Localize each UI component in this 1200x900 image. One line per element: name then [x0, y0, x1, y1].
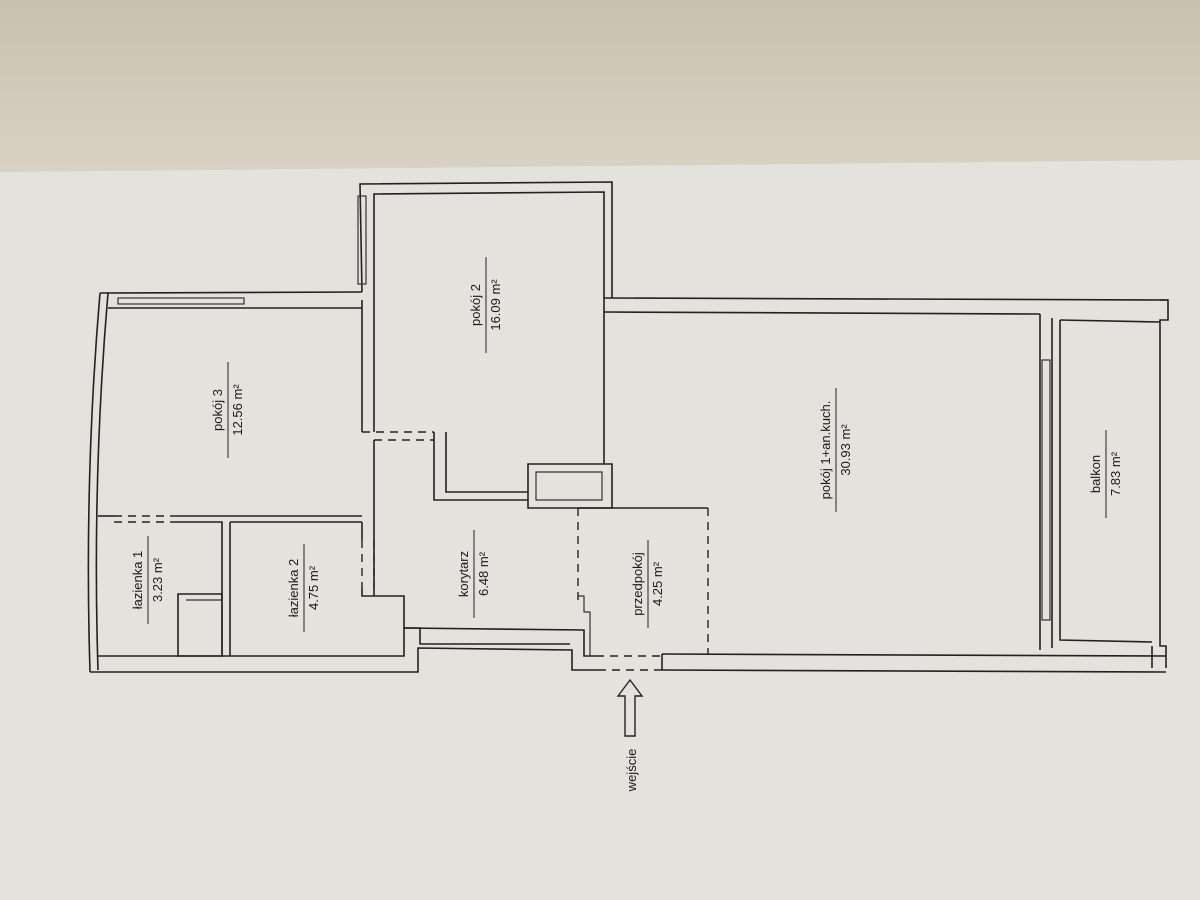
label-korytarz: korytarz 6.48 m²: [456, 530, 491, 618]
wall-bottom-left-outer: [90, 647, 598, 673]
room-area: 3.23 m²: [150, 557, 165, 602]
room-name: pokój 1+an.kuch.: [818, 401, 833, 500]
label-pokoj2: pokój 2 16.09 m²: [468, 257, 503, 353]
room-name: balkon: [1088, 455, 1103, 493]
label-entrance: wejście: [624, 749, 639, 793]
label-pokoj3: pokój 3 12.56 m²: [210, 362, 245, 458]
paper-sheet: [0, 160, 1200, 900]
window-balkon: [1041, 359, 1051, 621]
label-przedpokoj: przedpokój 4.25 m²: [630, 540, 665, 628]
room-name: pokój 2: [468, 284, 483, 326]
outer-wall-left-outer: [87, 292, 101, 673]
wall-pokoj2-outer: [359, 181, 613, 298]
room-area: 4.75 m²: [306, 565, 321, 610]
closet-inner: [535, 471, 603, 501]
entrance-label: wejście: [624, 749, 639, 793]
wall-pokoj3-top: [99, 291, 363, 294]
room-area: 16.09 m²: [488, 279, 503, 331]
shower-inner: [186, 599, 223, 657]
room-area: 4.25 m²: [650, 561, 665, 606]
wall-pokoj1-bottom: [661, 653, 1167, 657]
label-balkon: balkon 7.83 m²: [1088, 430, 1123, 518]
wall-lazienka1-right: [174, 521, 223, 594]
room-name: przedpokój: [630, 552, 645, 616]
balkon-top: [1059, 319, 1161, 323]
wall-pokoj2-bottom-left: [433, 432, 528, 501]
outer-wall-left: [95, 292, 109, 671]
room-area: 12.56 m²: [230, 384, 245, 436]
wall-pokoj2-bottom-left-inner: [445, 432, 528, 493]
balkon-right-wall: [1159, 299, 1169, 668]
label-lazienka1: łazienka 1 3.23 m²: [130, 536, 165, 624]
entrance-arrow-icon: [616, 678, 644, 737]
przedpokoj-step: [578, 595, 591, 656]
floor-plan: [87, 181, 1169, 673]
wall-pokoj1-bottom-outer: [661, 669, 1167, 673]
balkon-inner: [1059, 320, 1153, 643]
background-surface: [0, 0, 1200, 172]
wall-pokoj2-inner: [373, 191, 605, 300]
label-lazienka2: łazienka 2 4.75 m²: [286, 544, 321, 632]
room-name: korytarz: [456, 551, 471, 597]
room-area: 6.48 m²: [476, 551, 491, 596]
wall-pokoj1-top-inner: [603, 311, 1041, 315]
label-pokoj1: pokój 1+an.kuch. 30.93 m²: [818, 388, 853, 512]
wall-pokoj1-top: [603, 297, 1169, 301]
room-area: 30.93 m²: [838, 424, 853, 476]
room-name: pokój 3: [210, 389, 225, 431]
room-name: łazienka 2: [286, 559, 301, 618]
wall-korytarz-left-b: [361, 588, 405, 628]
window-pokoj2: [357, 195, 367, 285]
window-pokoj3: [117, 297, 245, 305]
room-name: łazienka 1: [130, 551, 145, 610]
room-area: 7.83 m²: [1108, 451, 1123, 496]
